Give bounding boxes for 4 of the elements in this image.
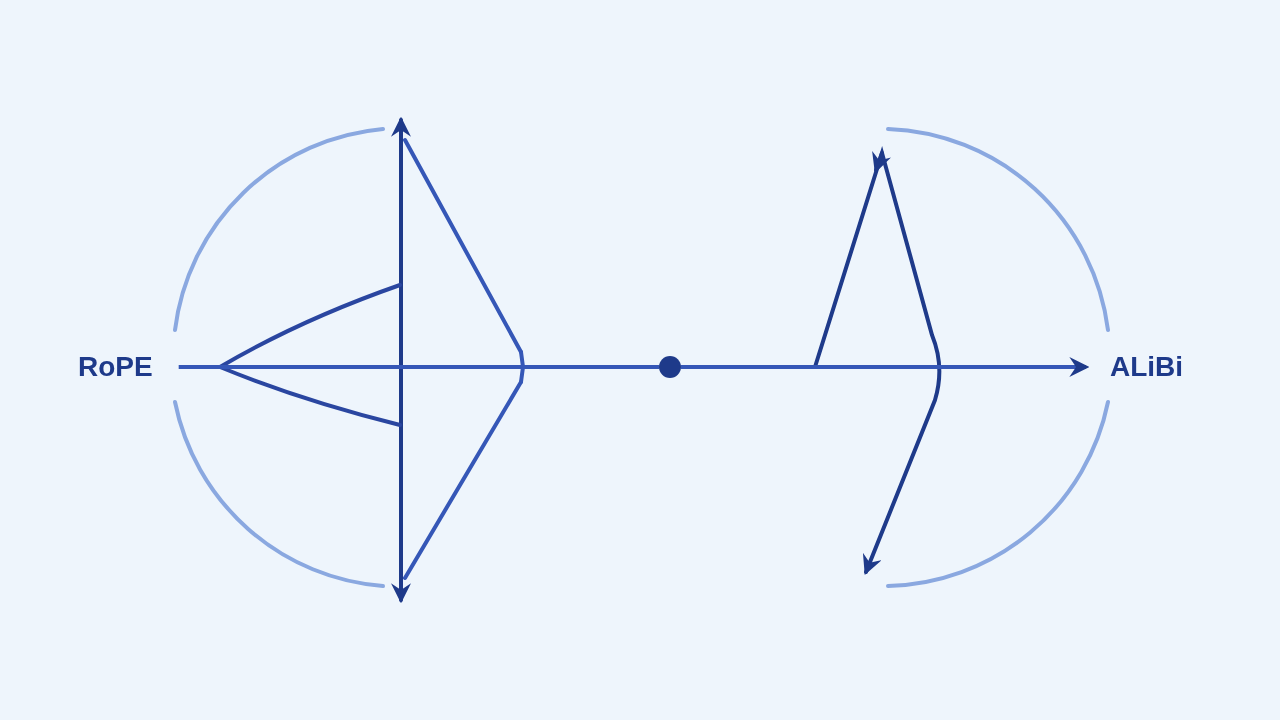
dot bbox=[659, 356, 681, 378]
method-label: RoPE bbox=[78, 350, 153, 384]
arrow bbox=[681, 357, 1090, 377]
method-label: ALiBi bbox=[1110, 350, 1184, 384]
